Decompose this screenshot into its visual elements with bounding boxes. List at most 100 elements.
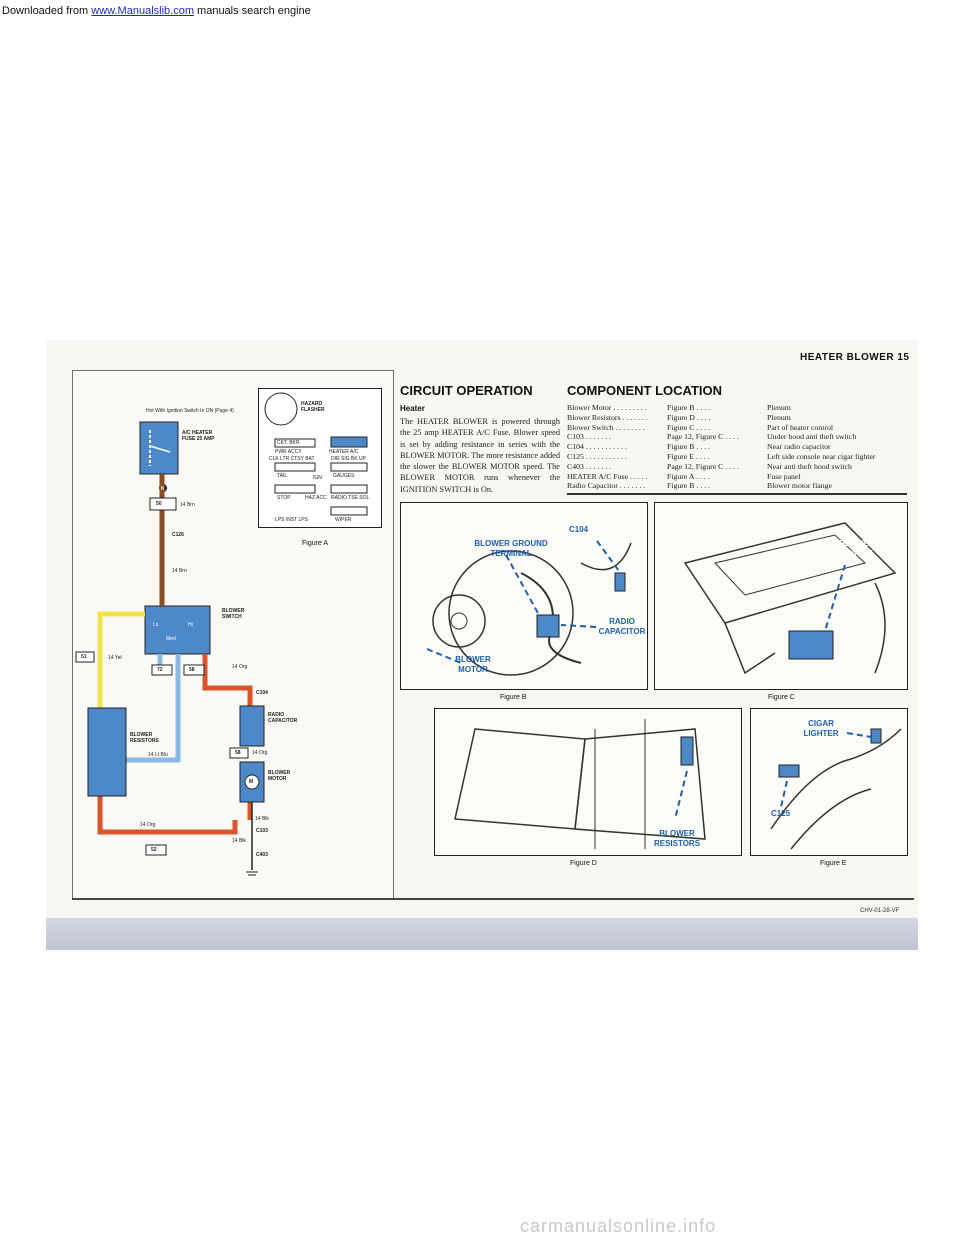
figure-b-photo: BLOWER GROUND TERMINAL C104 RADIO CAPACI… xyxy=(400,502,648,690)
location-desc: Left side console near cigar lighter xyxy=(767,451,876,461)
switch-label: BLOWER SWITCH xyxy=(222,608,245,620)
orange-return-wire xyxy=(97,790,238,835)
page-code: CHV-01-28-VF xyxy=(860,908,900,914)
footer-watermark: carmanualsonline.info xyxy=(520,1216,717,1236)
location-ref: Figure C . . . . xyxy=(667,422,711,432)
blower-resistors-block xyxy=(87,707,127,797)
wire-label-blk2: 14 Blk xyxy=(232,838,246,844)
med-label: Med xyxy=(166,636,176,642)
location-name: Blower Resistors . . . . . . . xyxy=(567,412,648,422)
fuse-panel-diagram: HAZARD FLASHER CKT. BKR. PWR ACCY HEATER… xyxy=(258,388,382,528)
stop-label: STOP xyxy=(277,495,291,501)
lps-inst-label: LPS INST LPS xyxy=(275,517,308,523)
figure-e-photo: CIGAR LIGHTER C125 xyxy=(750,708,908,856)
wire-id-51: 51 xyxy=(81,654,87,660)
location-ref: Figure E . . . . xyxy=(667,451,710,461)
manualslib-link[interactable]: www.Manualslib.com xyxy=(91,5,194,17)
location-name: C103 . . . . . . . xyxy=(567,432,612,442)
heater-ac-label: HEATER A/C xyxy=(329,449,359,455)
dir-sig-label: DIR SIG BK UP xyxy=(331,456,367,462)
location-name: HEATER A/C Fuse . . . . . xyxy=(567,471,648,481)
location-rule xyxy=(567,493,907,495)
radio-tse-label: RADIO TSE SOL xyxy=(331,495,370,501)
radio-capacitor-block xyxy=(239,705,265,747)
location-row: C125 . . . . . . . . . . . Figure E . . .… xyxy=(567,452,907,462)
fuse-label: A/C HEATER FUSE 25 AMP xyxy=(182,430,215,442)
location-row: C104 . . . . . . . . . . . Figure B . . .… xyxy=(567,442,907,452)
tail-label: TAIL xyxy=(277,473,288,479)
motor-m-label: M xyxy=(249,779,254,785)
page-header: HEATER BLOWER 15 xyxy=(800,352,910,363)
figure-a-caption: Figure A xyxy=(302,540,329,547)
hot-label: Hot With Ignition Switch In ON (Page 4) xyxy=(146,408,234,414)
motor-label: BLOWER MOTOR xyxy=(268,770,291,782)
component-location-heading: COMPONENT LOCATION xyxy=(567,383,723,398)
location-row: C403 . . . . . . . Page 12, Figure C . . … xyxy=(567,462,907,472)
wire-label-blk1: 14 Blk xyxy=(255,816,269,822)
yellow-wire xyxy=(97,611,145,720)
wire-id-50: 50 xyxy=(156,501,162,507)
wire-id-72: 72 xyxy=(157,667,163,673)
wire-id-58: 58 xyxy=(189,667,195,673)
blower-switch-block xyxy=(144,605,211,655)
hazard-flasher-label: HAZARD FLASHER xyxy=(301,401,325,413)
ckt-bkr-label: CKT. BKR. xyxy=(277,440,301,446)
figure-c-photo: BLOWER SWITCH xyxy=(654,502,908,690)
download-banner: Downloaded from www.Manualslib.com manua… xyxy=(0,0,960,22)
resistors-label: BLOWER RESISTORS xyxy=(130,732,159,744)
heater-subheading: Heater xyxy=(400,404,425,413)
wire-id-52: 52 xyxy=(151,847,157,853)
location-ref: Figure B . . . . xyxy=(667,403,711,412)
blower-switch-callout: BLOWER SWITCH xyxy=(839,539,875,558)
location-row: C103 . . . . . . .Page 12, Figure C . . … xyxy=(567,432,907,442)
frame-bottom-rule xyxy=(72,898,914,900)
location-ref: Figure B . . . . xyxy=(667,481,711,491)
c126-label: C126 xyxy=(172,532,184,538)
figure-d-photo: BLOWER RESISTORS xyxy=(434,708,742,856)
wire-label-top: 14 Brn xyxy=(180,502,195,508)
banner-suffix: manuals search engine xyxy=(193,5,311,17)
location-ref: Figure B . . . . xyxy=(667,442,711,452)
wire-label-org2: 14 Org xyxy=(252,750,268,756)
location-desc: Near anti theft hood switch xyxy=(767,461,852,471)
k-label: K xyxy=(161,486,165,492)
circuit-operation-text: The HEATER BLOWER is powered through the… xyxy=(400,417,560,494)
location-row: Blower Resistors . . . . . . . Figure D .… xyxy=(567,413,907,423)
figure-e-caption: Figure E xyxy=(820,860,847,867)
location-ref: Figure D . . . . xyxy=(667,412,711,422)
figure-c-caption: Figure C xyxy=(768,694,795,701)
location-row: Blower Motor . . . . . . . . .Figure B .… xyxy=(567,403,907,413)
c104-label: C104 xyxy=(256,690,268,696)
blower-motor-block xyxy=(239,761,265,803)
pwr-accy-label: PWR ACCY xyxy=(275,449,302,455)
wire-label-org1: 14 Org xyxy=(232,664,248,670)
location-ref: Page 12, Figure C . . . . xyxy=(667,461,739,471)
radio-capacitor-callout: RADIO CAPACITOR xyxy=(598,617,646,636)
location-name: C125 . . . . . . . . . . . xyxy=(567,451,627,461)
location-desc: Blower motor flange xyxy=(767,481,832,491)
location-name: C104 . . . . . . . . . . . xyxy=(567,442,627,452)
location-ref: Figure A . . . . xyxy=(667,471,710,481)
page-edge xyxy=(46,918,918,950)
location-desc: Under hood anti theft switch xyxy=(767,432,857,442)
wire-label-mid: 14 Brn xyxy=(172,568,187,574)
wire-label-org3: 14 Org xyxy=(140,822,156,828)
location-row: Radio Capacitor . . . . . . . Figure B . … xyxy=(567,481,907,491)
c125-callout: C125 xyxy=(771,809,791,818)
location-name: Blower Switch . . . . . . . . xyxy=(567,422,645,432)
blower-resistors-callout: BLOWER RESISTORS xyxy=(653,829,701,848)
location-name: Radio Capacitor . . . . . . . xyxy=(567,481,646,491)
banner-prefix: Downloaded from xyxy=(2,5,92,17)
figure-b-caption: Figure B xyxy=(500,694,527,701)
location-desc: Plenum xyxy=(767,403,791,412)
light-blue-wire xyxy=(125,654,181,763)
clk-ltr-label: CLK LTR CTSY BAT xyxy=(269,456,315,462)
gauges-label: GAUGES xyxy=(333,473,355,479)
wire-label-ltblu: 14 Lt Blu xyxy=(148,752,168,758)
location-desc: Fuse panel xyxy=(767,471,801,481)
haz-acc-label: HAZ ACC xyxy=(305,495,327,501)
ign-label: IGN xyxy=(313,475,322,481)
wire-id-58b: 58 xyxy=(235,750,241,756)
location-name: C403 . . . . . . . xyxy=(567,461,612,471)
